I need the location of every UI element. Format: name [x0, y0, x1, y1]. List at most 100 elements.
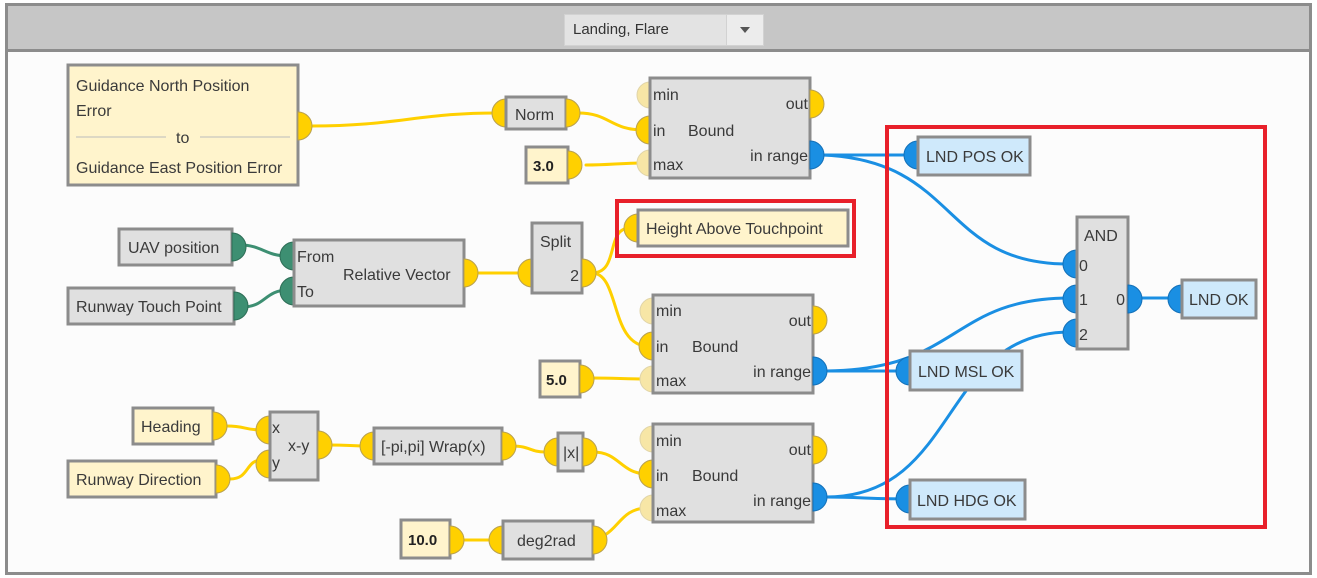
constant-5-value: 5.0 — [546, 372, 567, 389]
output-port[interactable] — [463, 258, 479, 288]
in-range-label: in range — [750, 148, 808, 165]
constant-10-node[interactable]: 10.0 — [399, 518, 465, 560]
lnd-ok-node[interactable]: LND OK — [1167, 278, 1258, 320]
input-port[interactable] — [543, 437, 559, 467]
from-port[interactable] — [279, 241, 295, 271]
input-port[interactable] — [623, 213, 639, 243]
constant-5-node[interactable]: 5.0 — [538, 359, 595, 399]
in-range-port[interactable] — [812, 482, 828, 512]
heading-node[interactable]: Heading — [131, 406, 228, 446]
y-label: y — [272, 455, 280, 472]
in-label: in — [656, 468, 668, 485]
and-node[interactable]: AND 0 1 2 0 — [1062, 215, 1143, 351]
output-port[interactable] — [579, 364, 595, 394]
input-port[interactable] — [359, 431, 375, 461]
input-port[interactable] — [895, 356, 911, 386]
output-port[interactable] — [582, 437, 598, 467]
runway-touch-point-node[interactable]: Runway Touch Point — [66, 286, 249, 326]
min-port[interactable] — [639, 425, 654, 453]
out-label: out — [789, 442, 812, 459]
output-port[interactable] — [215, 464, 231, 494]
norm-label: Norm — [515, 107, 554, 124]
lnd-pos-ok-node[interactable]: LND POS OK — [903, 135, 1032, 177]
in-port[interactable] — [638, 459, 654, 489]
output-port[interactable] — [449, 525, 465, 555]
uav-position-node[interactable]: UAV position — [117, 227, 247, 267]
in-range-port[interactable] — [809, 140, 825, 170]
toolbar: Landing, Flare — [8, 6, 1309, 52]
runway-direction-node[interactable]: Runway Direction — [66, 459, 231, 499]
max-port[interactable] — [639, 494, 654, 522]
min-label: min — [656, 433, 682, 450]
bound-title: Bound — [688, 123, 734, 140]
constant-3-node[interactable]: 3.0 — [524, 145, 583, 185]
input-port[interactable] — [1167, 284, 1183, 314]
max-label: max — [656, 373, 686, 390]
in-port[interactable] — [635, 115, 651, 145]
and-input-port-2[interactable] — [1062, 318, 1078, 348]
wrap-node[interactable]: [-pi,pi] Wrap(x) — [359, 426, 517, 466]
relative-vector-node[interactable]: From Relative Vector To — [279, 238, 479, 308]
min-port[interactable] — [636, 81, 651, 109]
max-port[interactable] — [636, 149, 651, 177]
split-node[interactable]: Split 2 — [517, 221, 597, 295]
lnd-hdg-ok-node[interactable]: LND HDG OK — [895, 478, 1027, 521]
output-port[interactable] — [501, 431, 517, 461]
and-input-port-0[interactable] — [1062, 249, 1078, 279]
norm-node[interactable]: Norm — [491, 95, 581, 131]
x-port[interactable] — [255, 415, 271, 445]
and-in0-label: 0 — [1079, 258, 1088, 275]
max-label: max — [653, 157, 683, 174]
flight-mode-dropdown-button[interactable] — [726, 15, 763, 45]
wire-bound1-to-and-0 — [820, 153, 1072, 266]
split-port-label: 2 — [570, 268, 579, 285]
bound-node-msl[interactable]: min in Bound max out in range — [638, 293, 828, 395]
subtract-node[interactable]: x x-y y — [255, 410, 333, 482]
and-input-port-1[interactable] — [1062, 284, 1078, 314]
output-port[interactable] — [592, 525, 608, 555]
and-out0-label: 0 — [1116, 292, 1125, 309]
input-port[interactable] — [488, 525, 504, 555]
wire-norm-to-bound1-in — [576, 111, 646, 132]
output-port[interactable] — [565, 98, 581, 128]
out-port[interactable] — [809, 89, 825, 119]
chevron-down-icon — [740, 27, 750, 33]
deg2rad-node[interactable]: deg2rad — [488, 519, 608, 561]
to-port[interactable] — [279, 276, 295, 306]
output-port[interactable] — [567, 150, 583, 180]
output-port[interactable] — [317, 430, 333, 460]
guidance-position-error-node[interactable]: Guidance North Position Error to Guidanc… — [66, 63, 313, 187]
input-port[interactable] — [895, 484, 911, 514]
y-port[interactable] — [255, 449, 271, 479]
min-label: min — [653, 87, 679, 104]
input-port[interactable] — [517, 258, 533, 288]
input-port[interactable] — [491, 98, 507, 128]
flight-mode-select[interactable]: Landing, Flare — [564, 14, 764, 46]
bound-title: Bound — [692, 468, 738, 485]
runway-touch-point-label: Runway Touch Point — [76, 299, 222, 316]
input-port[interactable] — [903, 140, 919, 170]
output-port[interactable] — [233, 291, 249, 321]
bound-node-position[interactable]: min in Bound max out in range — [635, 76, 825, 180]
in-port[interactable] — [638, 331, 654, 361]
out-port[interactable] — [812, 305, 828, 335]
out-port[interactable] — [812, 435, 828, 465]
and-output-port[interactable] — [1127, 284, 1143, 314]
height-above-touchpoint-node[interactable]: Height Above Touchpoint — [623, 208, 850, 248]
out-label: out — [789, 313, 812, 330]
lnd-msl-ok-node[interactable]: LND MSL OK — [895, 349, 1024, 392]
in-range-port[interactable] — [812, 356, 828, 386]
output-port-2[interactable] — [581, 258, 597, 288]
output-port[interactable] — [297, 111, 313, 141]
to-label: To — [297, 284, 314, 301]
max-port[interactable] — [639, 365, 654, 393]
min-port[interactable] — [639, 297, 654, 325]
guidance-line2: Error — [76, 103, 112, 120]
constant-10-value: 10.0 — [408, 532, 437, 549]
min-label: min — [656, 303, 682, 320]
bound-node-heading[interactable]: min in Bound max out in range — [638, 422, 828, 524]
output-port[interactable] — [231, 232, 247, 262]
abs-node[interactable]: |x| — [543, 431, 598, 473]
output-port[interactable] — [212, 411, 228, 441]
